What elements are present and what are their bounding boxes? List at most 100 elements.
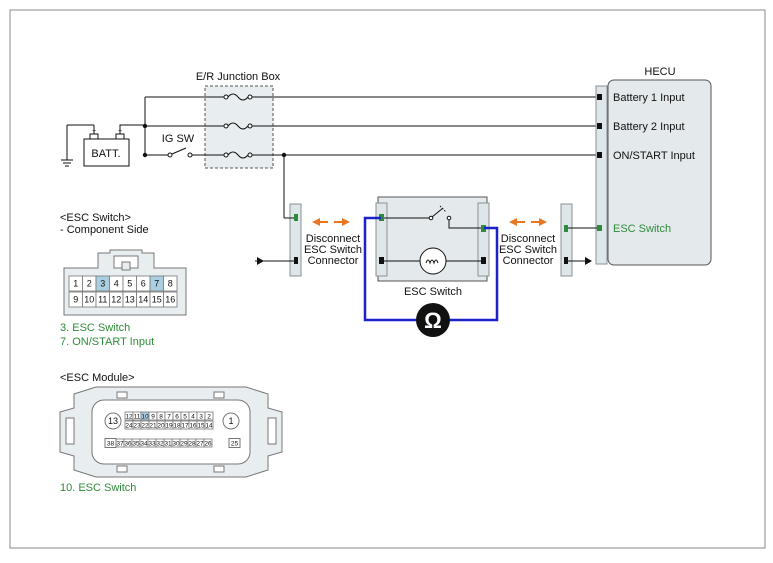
pin-left-bottom-number: 38: [107, 441, 115, 448]
battery-label: BATT.: [91, 148, 120, 160]
pin-cell: [204, 411, 214, 421]
esc-switch-label: ESC Switch: [404, 286, 462, 298]
pin-number: 34: [140, 440, 148, 447]
esc-switch-connector-right: [477, 202, 490, 277]
pin-number: 14: [138, 295, 148, 305]
pin-large-right-top-number: 1: [228, 416, 233, 426]
pin-cell: [203, 438, 213, 448]
pin-number: 6: [175, 413, 179, 420]
hecu-input-battery2: Battery 2 Input: [613, 121, 685, 133]
disconnect-right-line1: Disconnect: [501, 233, 555, 245]
esc-switch-connector-left: [375, 202, 388, 277]
pin-number: 15: [197, 422, 205, 429]
esc-module-connector-face: [59, 386, 283, 478]
pin-number: 12: [111, 295, 121, 305]
hecu-pin: [597, 94, 602, 100]
pin-number: 2: [207, 413, 211, 420]
pin-number: 14: [205, 422, 213, 429]
pin-number: 16: [165, 295, 175, 305]
pin-large-left-top: [104, 412, 122, 430]
pin-large-right-top: [222, 412, 240, 430]
page-frame: [9, 9, 766, 549]
pin-number: 10: [84, 295, 94, 305]
pin-number: 32: [156, 440, 164, 447]
pin-black: [481, 257, 486, 264]
pin-number: 18: [173, 422, 181, 429]
hecu-title: HECU: [644, 66, 675, 78]
disconnect-left-line3: Connector: [308, 255, 359, 267]
pin-green: [379, 214, 384, 221]
pin-number: 1: [73, 279, 78, 289]
hecu-esc-switch-label: ESC Switch: [613, 223, 671, 235]
pin-number: 23: [133, 422, 141, 429]
junction-dot: [142, 152, 148, 158]
pin-number: 7: [154, 279, 159, 289]
pin-number: 7: [167, 413, 171, 420]
esc-switch-internal: [384, 205, 481, 262]
disconnect-right-line2: ESC Switch: [499, 244, 557, 256]
junction-box-label: E/R Junction Box: [196, 71, 281, 83]
pin-number: 24: [125, 422, 133, 429]
battery-wiring: [119, 96, 599, 156]
esc-switch-note-2: 7. ON/START Input: [60, 336, 154, 348]
pin-number: 15: [152, 295, 162, 305]
esc-switch-connector-title: <ESC Switch>: [60, 212, 131, 224]
pin-number: 10: [141, 413, 149, 420]
pin-number: 35: [132, 440, 140, 447]
pin-number: 2: [87, 279, 92, 289]
pin-number: 30: [172, 440, 180, 447]
hecu-input-battery1: Battery 1 Input: [613, 92, 685, 104]
switch-contact: [428, 215, 434, 221]
pin-number: 13: [125, 295, 135, 305]
disconnect-arrow-right-icon: [509, 218, 547, 226]
pin-black: [379, 257, 384, 264]
pin-black: [294, 257, 298, 264]
pin-number: 8: [159, 413, 163, 420]
pin-right-bottom-number: 25: [231, 441, 239, 448]
ohmmeter-icon: [416, 303, 450, 337]
disconnect-left-line1: Disconnect: [306, 233, 360, 245]
pin-number: 21: [149, 422, 157, 429]
esc-module-title: <ESC Module>: [60, 372, 135, 384]
pin-number: 31: [164, 440, 172, 447]
ig-switch-label: IG SW: [162, 133, 195, 145]
ohmmeter-symbol: Ω: [424, 308, 442, 333]
lamp-icon: [419, 247, 447, 275]
pin-number: 26: [204, 440, 212, 447]
hecu-pin: [597, 123, 602, 129]
pin-number: 17: [181, 422, 189, 429]
disconnect-arrow-left-icon: [312, 218, 350, 226]
pin-cell: [163, 291, 178, 308]
esc-module-note-1: 10. ESC Switch: [60, 482, 136, 494]
pin-number: 36: [124, 440, 132, 447]
disconnect-left-line2: ESC Switch: [304, 244, 362, 256]
pin-green: [564, 225, 568, 232]
ground-icon: [61, 124, 95, 167]
hecu-connector: [595, 85, 608, 265]
pin-number: 9: [151, 413, 155, 420]
pin-cell: [163, 275, 178, 292]
pin-black: [564, 257, 568, 264]
pin-number: 11: [134, 413, 141, 420]
pin-green: [481, 225, 486, 232]
arrow-left-icon: [257, 257, 264, 265]
pin-number: 27: [196, 440, 204, 447]
pin-number: 4: [191, 413, 195, 420]
hecu-pin-esc: [597, 225, 602, 231]
pin-number: 16: [189, 422, 197, 429]
junction-dot: [142, 123, 148, 129]
pin-number: 33: [148, 440, 156, 447]
pin-number: 37: [116, 440, 124, 447]
pin-right-bottom: [228, 438, 241, 448]
pin-number: 3: [199, 413, 203, 420]
pin-large-left-top-number: 13: [108, 416, 118, 426]
battery: [83, 138, 130, 167]
pin-number: 28: [188, 440, 196, 447]
pin-number: 3: [100, 279, 105, 289]
disconnect-right-line3: Connector: [503, 255, 554, 267]
pin-number: 4: [114, 279, 119, 289]
hecu-box: [607, 79, 712, 266]
